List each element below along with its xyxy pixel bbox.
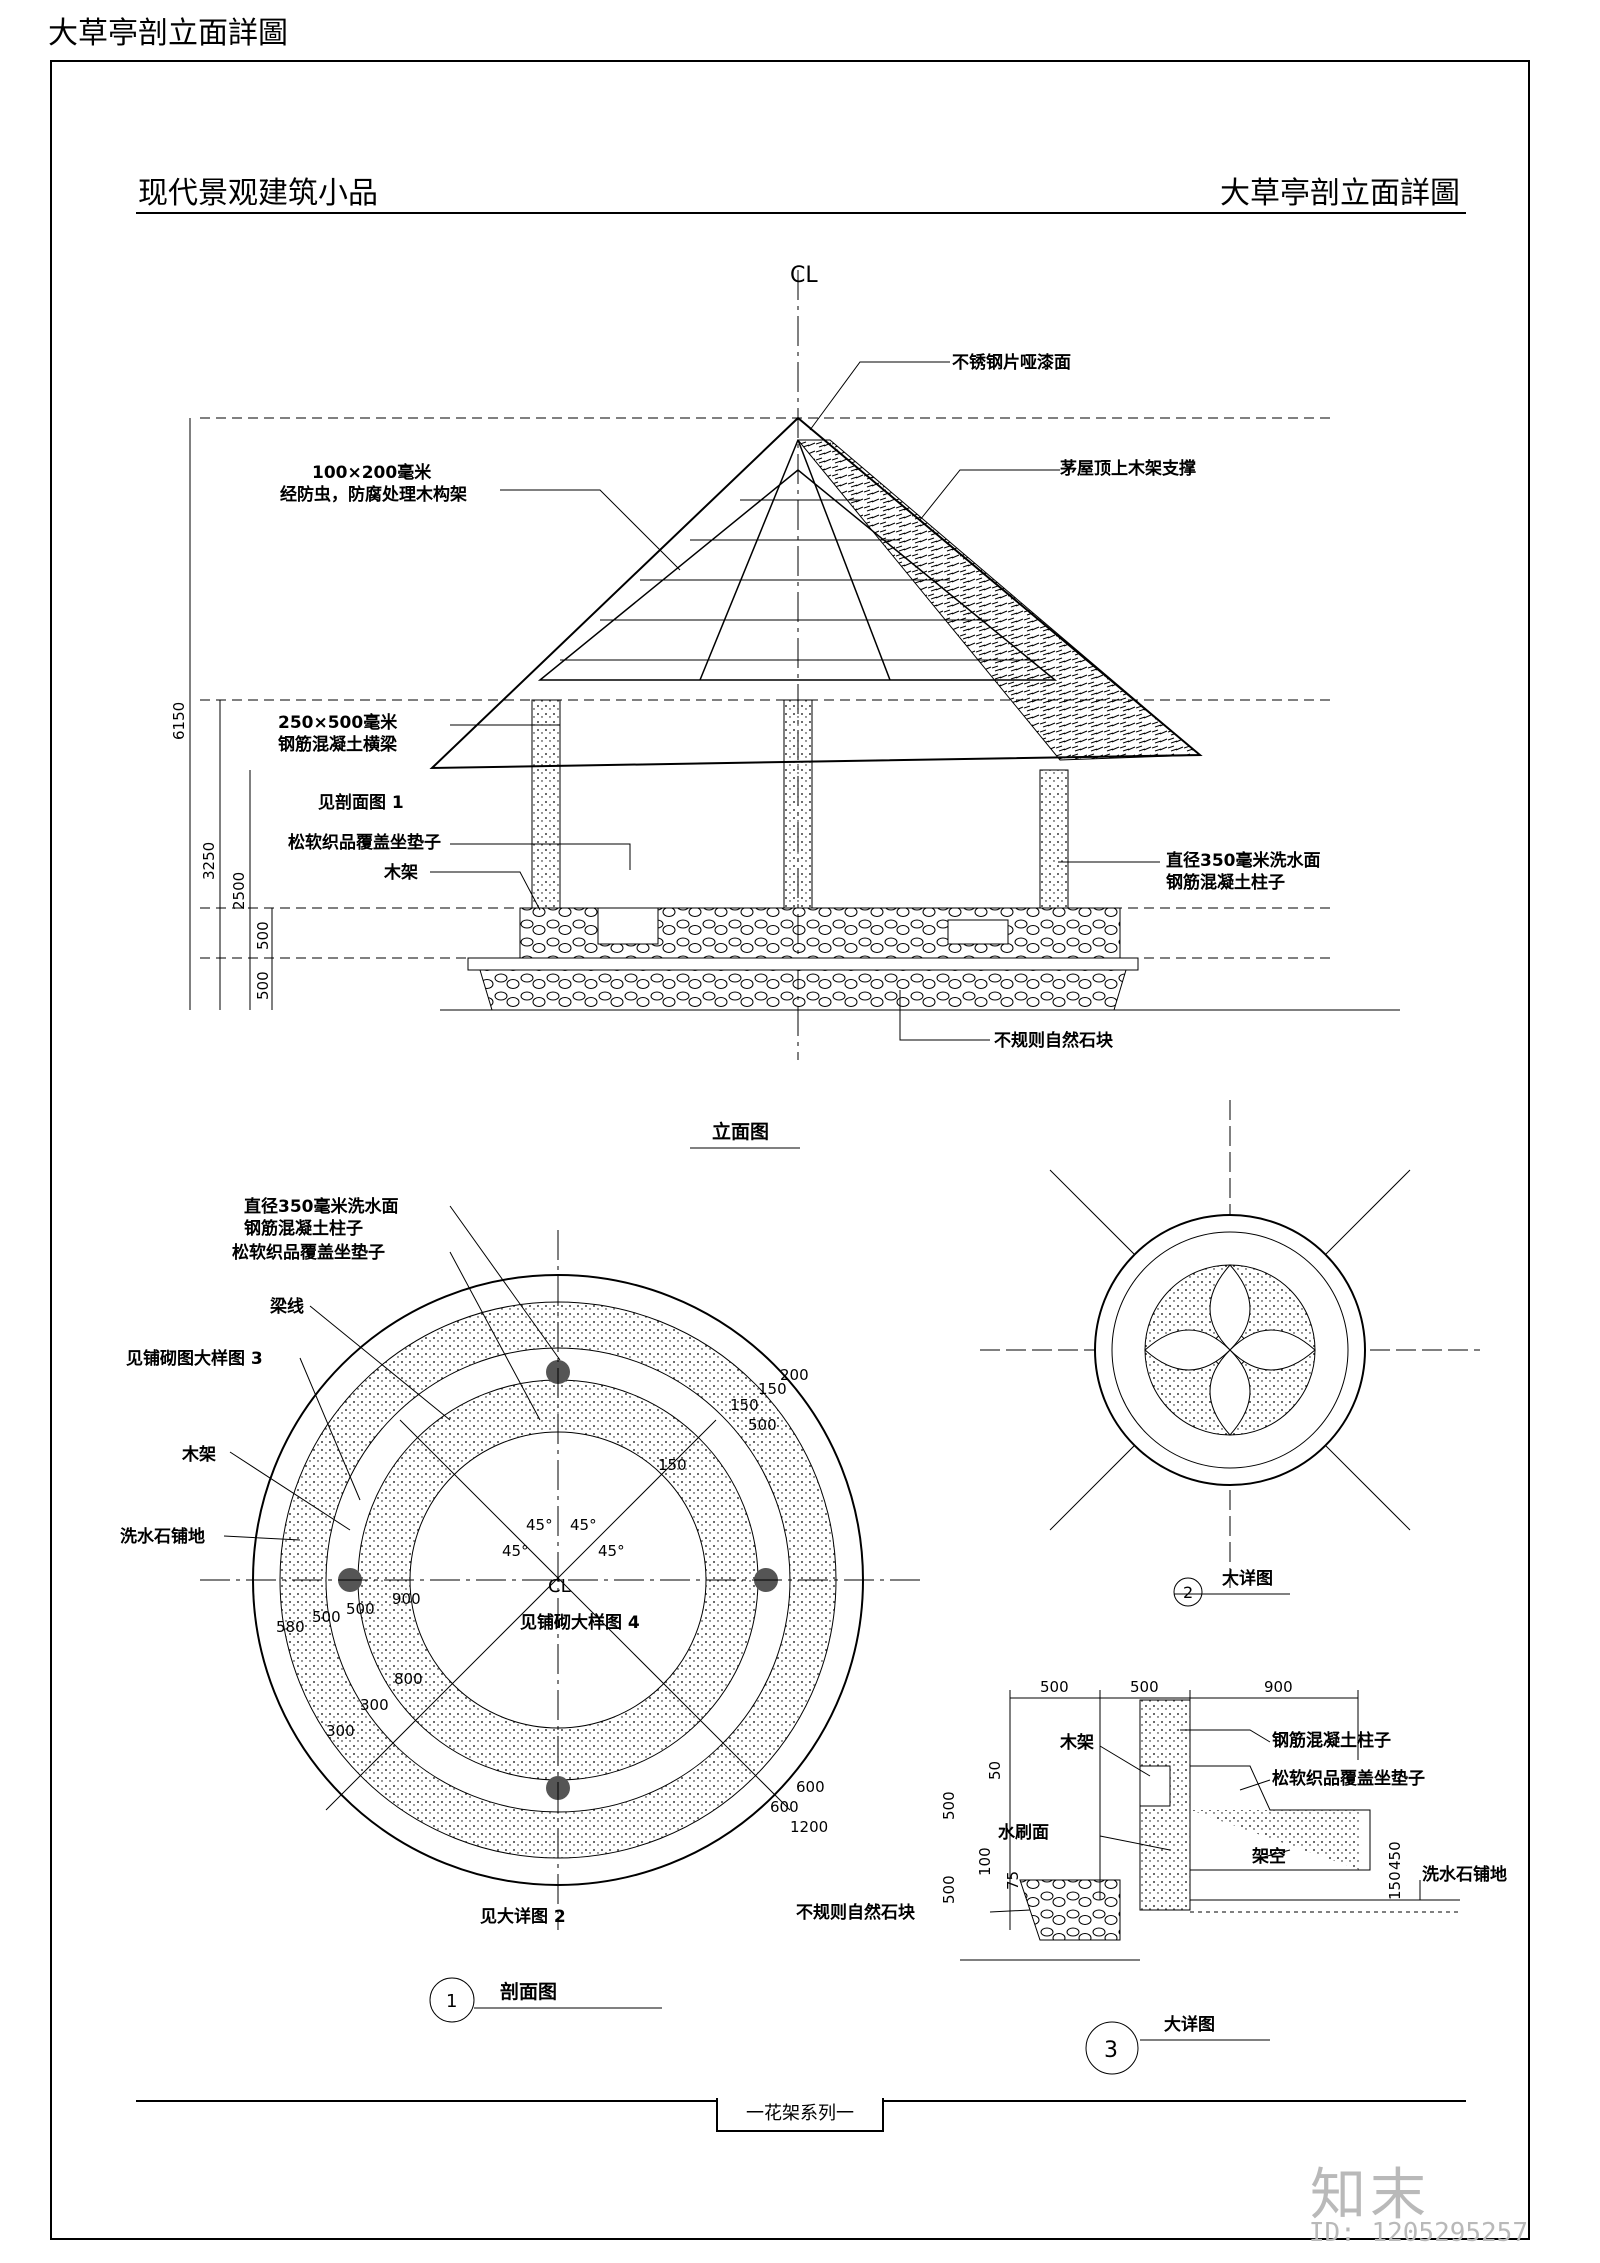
label-thatch: 茅屋顶上木架支撑 [1060,458,1196,479]
centerline-mark: CL [790,263,818,288]
column-left [531,699,561,909]
d3-dim-150: 150 [1386,1871,1404,1900]
header-left: 现代景观建筑小品 [138,176,378,211]
dim-6150: 6150 [170,702,188,740]
plan-dim-800: 800 [394,1670,423,1688]
dim-500-lower: 500 [254,971,272,1000]
thatch-roof [796,439,1202,761]
plan-number: 1 [446,1991,457,2012]
label-timber-2: 经防虫，防腐处理木构架 [280,484,467,505]
d3-label-wood: 木架 [1059,1732,1094,1753]
d3-dim-500c: 500 [940,1791,958,1820]
plan-dim-300a: 300 [326,1722,355,1740]
plan-dim-1200: 1200 [790,1818,828,1836]
plan-angle-2: 45° [526,1516,553,1534]
plan-dim-150b: 150 [730,1396,759,1414]
plan-dim-500b: 500 [346,1600,375,1618]
label-wood: 木架 [383,862,418,883]
d3-label-stone: 不规则自然石块 [796,1902,916,1923]
plan-number-circle [429,1977,475,2023]
plan-title: 剖面图 [500,1980,557,2003]
plan-dim-150a: 150 [758,1380,787,1398]
header-rule [136,212,1466,214]
elevation-title: 立面图 [712,1120,769,1143]
plan-label-detail2: 见大详图 2 [480,1906,566,1927]
plan-dim-200: 200 [780,1366,809,1384]
header-right: 大草亭剖立面詳圖 [1220,176,1460,211]
d3-dim-500a: 500 [1040,1678,1069,1696]
plan-label-beamline: 梁线 [269,1296,304,1317]
plan-angle-3: 45° [570,1516,597,1534]
detail2-title: 大详图 [1222,1568,1273,1589]
label-cushion: 松软织品覆盖坐垫子 [288,832,441,853]
plan-dim-600b: 600 [796,1778,825,1796]
watermark-id: ID: 1205295257 [1308,2218,1528,2248]
watermark-logo: 知末 [1310,2163,1430,2228]
d3-wood [1139,1765,1171,1807]
d3-label-brush: 水刷面 [998,1822,1049,1843]
seat-cushion-left [597,907,659,945]
d3-dim-450: 450 [1386,1841,1404,1870]
d3-dim-100: 100 [976,1847,994,1876]
plan-label-paving4: 见铺砌大样图 4 [520,1612,640,1633]
dim-500-upper: 500 [254,921,272,950]
d3-label-void: 架空 [1252,1846,1286,1867]
label-beam-2: 钢筋混凝土横梁 [278,734,398,755]
label-timber-1: 100×200毫米 [312,462,432,483]
dim-2500: 2500 [230,872,248,910]
roof-frame [537,469,1058,681]
detail3-number-circle [1085,2021,1139,2075]
label-column-1: 直径350毫米洗水面 [1166,850,1321,871]
label-beam-1: 250×500毫米 [278,712,398,733]
plan-dim-580: 580 [276,1618,305,1636]
plan-label-cushion: 松软织品覆盖坐垫子 [232,1242,385,1263]
drawing-frame [50,60,1530,2240]
label-stone: 不规则自然石块 [994,1030,1114,1051]
label-column-2: 钢筋混凝土柱子 [1166,872,1285,893]
d3-dim-900: 900 [1264,1678,1293,1696]
plan-dim-150c: 150 [658,1456,687,1474]
detail3-title: 大详图 [1164,2014,1215,2035]
plan-label-wood: 木架 [181,1444,216,1465]
d3-dim-500d: 500 [940,1875,958,1904]
plan-dim-500: 500 [748,1416,777,1434]
label-see-section: 见剖面图 1 [318,792,404,813]
plan-label-washed: 洗水石铺地 [120,1526,205,1547]
plan-dim-900: 900 [392,1590,421,1608]
plan-dim-600a: 600 [770,1798,799,1816]
plan-centerline: CL [548,1576,571,1597]
detail2-number-circle [1173,1577,1203,1607]
detail2-number: 2 [1183,1583,1193,1602]
plan-dim-300b: 300 [360,1696,389,1714]
d3-dim-75: 75 [1004,1871,1022,1890]
d3-stone [1019,1879,1121,1941]
plan-label-column-2: 钢筋混凝土柱子 [244,1218,363,1239]
detail3-drawing: 500 500 900 木架 钢筋混凝土柱子 松软织品覆盖坐垫子 水刷面 架空 … [796,1678,1507,2075]
plan-angle-4: 45° [598,1542,625,1560]
plan-angle-1: 45° [502,1542,529,1560]
detail3-number: 3 [1104,2038,1118,2063]
seat-cushion-right [947,919,1009,945]
dim-3250: 3250 [200,842,218,880]
d3-label-column: 钢筋混凝土柱子 [1272,1730,1391,1751]
elevation-drawing: CL 6150 3250 2500 500 500 [170,263,1400,1149]
plan-label-column-1: 直径350毫米洗水面 [244,1196,399,1217]
platform-slab [467,957,1139,971]
column-right [1039,769,1069,909]
plan-label-paving3: 见铺砌图大样图 3 [126,1348,263,1369]
d3-label-cushion: 松软织品覆盖坐垫子 [1272,1768,1425,1789]
plan-drawing: CL 直径350毫米洗水面 钢筋混凝土柱子 松软织品覆盖坐垫子 梁线 见铺砌图大… [120,1196,920,2023]
page-title: 大草亭剖立面詳圖 [48,16,288,51]
stone-plinth [479,969,1127,1011]
detail2-drawing: 2 大详图 [980,1100,1480,1607]
d3-dim-50: 50 [986,1761,1004,1780]
plan-dim-500a: 500 [312,1608,341,1626]
label-stainless: 不锈钢片哑漆面 [952,352,1071,373]
column-center [783,699,813,909]
footer-series: 一花架系列一 [716,2098,884,2132]
d3-dim-500b: 500 [1130,1678,1159,1696]
d3-label-washed: 洗水石铺地 [1422,1864,1507,1885]
